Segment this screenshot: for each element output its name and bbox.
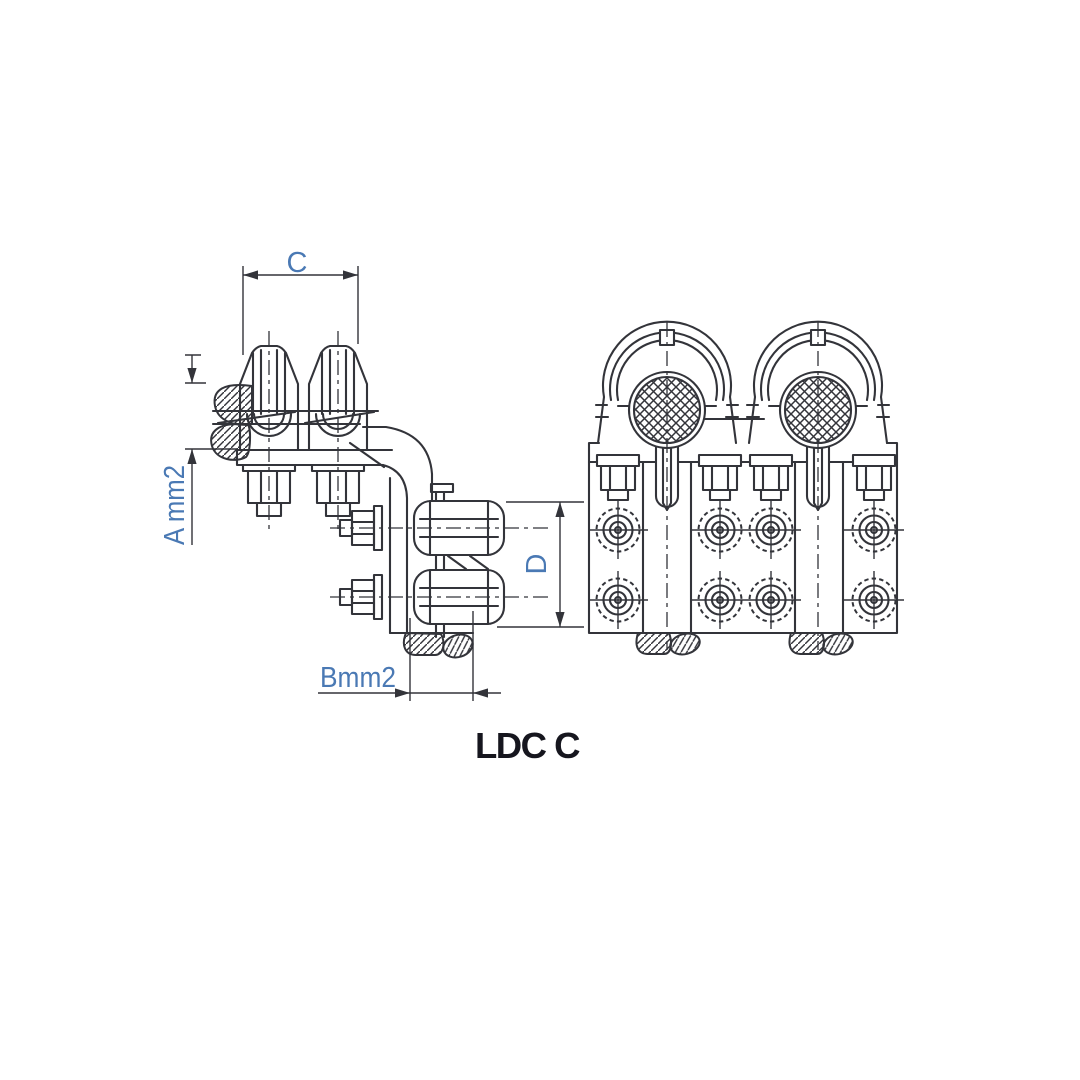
vertical-clamp-barrels [412, 499, 506, 626]
side-view-foot [402, 632, 474, 659]
bolt-row-centerlines [589, 529, 904, 601]
dimension-label-a: A mm2 [159, 465, 191, 545]
clamp-stud [429, 482, 455, 639]
hex-bolt-2 [697, 453, 743, 502]
dimension-label-b: Bmm2 [320, 662, 396, 694]
figure-caption: LDC C [475, 725, 581, 766]
dimension-b: Bmm2 [318, 611, 501, 701]
front-view [587, 320, 904, 656]
dimension-label-d: D [521, 554, 553, 575]
dimension-d: D [497, 501, 584, 628]
dimension-c: C [242, 247, 359, 355]
side-view [210, 331, 548, 659]
hex-bolt-1 [595, 453, 641, 502]
conductor-centerlines [666, 322, 819, 650]
bolt-axes [330, 527, 548, 598]
hex-bolt-3 [748, 453, 794, 502]
front-view-feet [635, 632, 854, 656]
dimension-a: A mm2 [159, 354, 237, 545]
conductor-cut-end-lower [210, 423, 252, 461]
palm-conductor [211, 409, 380, 426]
hex-bolt-4 [851, 453, 897, 502]
clamp-centerlines [268, 331, 339, 529]
clamp-nut-left [241, 463, 297, 518]
body-block [587, 417, 899, 635]
conductor-cut-end-upper [213, 384, 253, 426]
dimension-label-c: C [287, 247, 308, 279]
